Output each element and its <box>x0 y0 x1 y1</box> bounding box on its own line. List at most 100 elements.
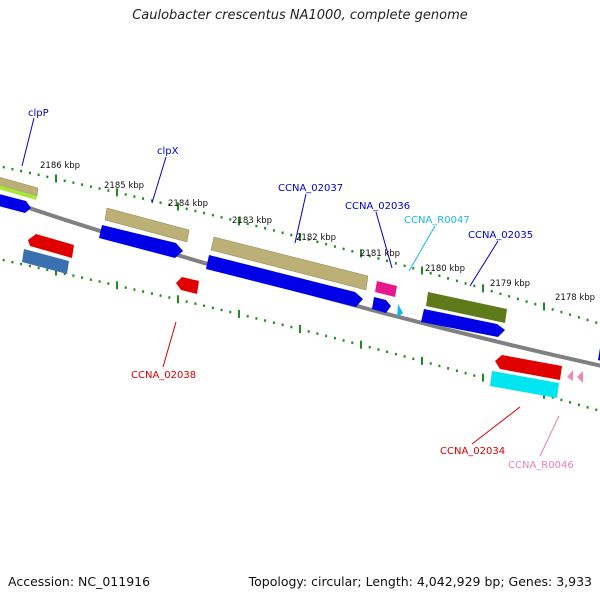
outer-tick-minor <box>342 247 345 251</box>
inner-tick-minor <box>351 341 354 344</box>
inner-tick-major <box>421 356 423 365</box>
leader-ccna-02036 <box>375 211 393 269</box>
outer-tick-minor <box>447 277 450 280</box>
inner-tick-minor <box>255 317 258 320</box>
outer-tick-major <box>116 188 118 197</box>
outer-tick-minor <box>525 300 528 303</box>
outer-tick-minor <box>586 318 589 322</box>
scale-label-2182: 2182 kbp <box>296 233 336 243</box>
inner-tick-minor <box>107 282 110 285</box>
inner-tick-minor <box>150 292 153 295</box>
inner-tick-major <box>482 373 484 382</box>
gene-ccna-02036-feature[interactable] <box>372 281 397 313</box>
gene-label-ccna-02034[interactable]: CCNA_02034 <box>440 446 505 457</box>
outer-tick-minor <box>2 165 5 169</box>
outer-tick-minor <box>159 201 162 204</box>
inner-tick-minor <box>429 362 432 365</box>
gene-ccna-02035-feature[interactable] <box>421 292 507 337</box>
outer-tick-minor <box>272 229 275 232</box>
gene-label-ccna-02036[interactable]: CCNA_02036 <box>345 201 410 212</box>
gene-label-clpX[interactable]: clpX <box>157 146 179 157</box>
inner-tick-minor <box>412 357 415 361</box>
leader-clpX <box>151 156 167 204</box>
outer-tick-minor <box>168 203 171 206</box>
scale-label-2179: 2179 kbp <box>490 279 530 289</box>
outer-tick-minor <box>246 222 249 226</box>
outer-tick-minor <box>63 179 66 182</box>
inner-tick-minor <box>89 278 92 281</box>
outer-tick-minor <box>220 216 223 219</box>
outer-tick-minor <box>499 292 502 295</box>
outer-tick-minor <box>290 233 293 237</box>
outer-tick-major <box>238 217 240 226</box>
inner-tick-major <box>238 309 240 318</box>
outer-tick-minor <box>89 185 92 188</box>
inner-tick-minor <box>133 288 136 291</box>
inner-tick-minor <box>142 290 145 293</box>
gene-ccna-r0047-feature[interactable] <box>397 304 403 318</box>
inner-tick-minor <box>377 348 380 351</box>
gene-ccna-02038-feature[interactable] <box>176 277 199 294</box>
outer-tick-minor <box>516 297 519 301</box>
inner-tick-minor <box>403 355 406 358</box>
gene-clpX-feature[interactable] <box>99 207 190 258</box>
gene-label-clpP[interactable]: clpP <box>28 108 49 119</box>
outer-tick-major <box>421 266 423 275</box>
inner-tick-major <box>116 281 118 290</box>
gene-label-ccna-r0046[interactable]: CCNA_R0046 <box>508 460 574 471</box>
outer-tick-minor <box>133 195 136 198</box>
inner-tick-minor <box>316 332 319 335</box>
inner-tick-minor <box>63 272 66 275</box>
outer-tick-minor <box>368 254 371 258</box>
inner-tick-minor <box>368 346 371 349</box>
inner-tick-minor <box>203 304 206 307</box>
inner-tick-minor <box>28 264 31 268</box>
outer-tick-minor <box>28 171 31 175</box>
outer-tick-minor <box>464 282 467 285</box>
inner-tick-minor <box>272 321 275 324</box>
outer-tick-minor <box>438 274 441 277</box>
outer-tick-minor <box>185 207 188 211</box>
inner-tick-minor <box>168 296 171 299</box>
inner-tick-minor <box>551 396 554 399</box>
leader-ccna-02038 <box>162 321 177 368</box>
inner-tick-minor <box>560 398 563 402</box>
outer-tick-minor <box>107 189 110 192</box>
gene-label-ccna-02037[interactable]: CCNA_02037 <box>278 183 343 194</box>
inner-tick-minor <box>438 364 441 368</box>
genome-summary-text: Topology: circular; Length: 4,042,929 bp… <box>248 574 592 589</box>
outer-tick-major <box>177 202 179 211</box>
outer-tick-minor <box>325 242 328 246</box>
outer-tick-minor <box>508 295 511 298</box>
outer-tick-minor <box>412 267 415 270</box>
outer-tick-minor <box>98 187 101 190</box>
inner-tick-minor <box>159 294 162 297</box>
inner-tick-minor <box>2 258 5 262</box>
outer-tick-major <box>299 233 301 241</box>
outer-tick-minor <box>229 218 232 221</box>
outer-tick-minor <box>429 272 432 275</box>
gene-ccna-02034-feature[interactable] <box>490 355 562 398</box>
gene-label-ccna-02035[interactable]: CCNA_02035 <box>468 230 533 241</box>
gene-label-ccna-r0047[interactable]: CCNA_R0047 <box>404 215 470 226</box>
inner-tick-minor <box>220 308 223 312</box>
outer-tick-minor <box>142 197 145 200</box>
outer-tick-minor <box>351 250 354 253</box>
map-title: Caulobacter crescentus NA1000, complete … <box>132 8 468 23</box>
inner-tick-minor <box>185 300 188 303</box>
inner-tick-minor <box>447 367 450 370</box>
inner-tick-minor <box>229 310 232 314</box>
gene-clpP-feature[interactable] <box>0 176 39 213</box>
gene-ccna-r0046-feature[interactable] <box>567 370 583 383</box>
outer-tick-minor <box>386 259 389 263</box>
outer-tick-minor <box>455 279 458 283</box>
outer-tick-minor <box>333 245 336 248</box>
inner-tick-minor <box>264 319 267 322</box>
gene-left-reverse-feature[interactable] <box>22 234 74 274</box>
inner-tick-minor <box>246 315 249 318</box>
gene-label-ccna-02038[interactable]: CCNA_02038 <box>131 370 196 381</box>
inner-tick-minor <box>586 406 589 409</box>
gene-ccna-02037-feature[interactable] <box>206 236 369 307</box>
inner-tick-minor <box>98 280 101 283</box>
outer-tick-minor <box>551 308 554 311</box>
